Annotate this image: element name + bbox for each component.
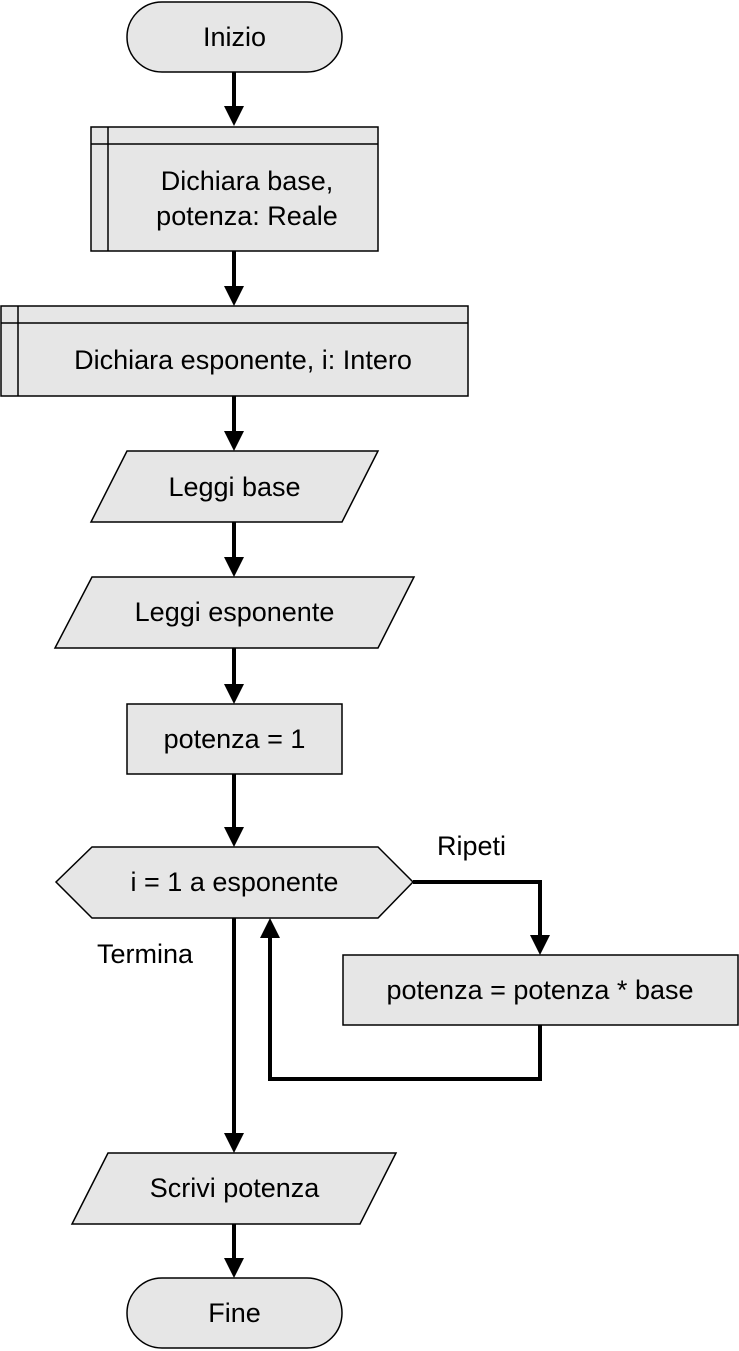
write-power-label: Scrivi potenza (150, 1173, 321, 1203)
arrow-read-base-to-read-exponent (224, 522, 244, 577)
arrow-read-exponent-to-init-power (224, 648, 244, 704)
arrow-write-to-end (224, 1224, 244, 1278)
loop-node: i = 1 a esponente (54, 846, 415, 919)
declare-int-node: Dichiara esponente, i: Intero (0, 305, 469, 397)
declare-real-label-line2: potenza: Reale (156, 201, 338, 231)
end-node: Fine (126, 1277, 343, 1349)
declare-real-node: Dichiara base, potenza: Reale (90, 126, 379, 252)
loop-label: i = 1 a esponente (131, 867, 339, 897)
init-power-label: potenza = 1 (164, 724, 306, 754)
arrow-init-power-to-loop (224, 774, 244, 847)
declare-int-label: Dichiara esponente, i: Intero (74, 345, 412, 375)
init-power-node: potenza = 1 (126, 703, 343, 775)
arrow-loop-repeat-to-body (413, 880, 550, 955)
write-power-node: Scrivi potenza (70, 1152, 398, 1225)
loop-body-node: potenza = potenza * base (342, 954, 739, 1026)
start-label: Inizio (203, 22, 266, 52)
read-exponent-label: Leggi esponente (135, 597, 335, 627)
arrow-loop-exit-to-write (224, 918, 244, 1153)
loop-body-label: potenza = potenza * base (387, 975, 694, 1005)
arrow-declare-real-to-declare-int (224, 251, 244, 306)
repeat-edge-label: Ripeti (437, 831, 506, 861)
declare-real-label-line1: Dichiara base, (161, 166, 334, 196)
exit-edge-label: Termina (97, 939, 194, 969)
arrow-body-back-to-loop (260, 918, 542, 1081)
arrow-start-to-declare-real (224, 72, 244, 126)
read-base-node: Leggi base (89, 450, 380, 523)
end-label: Fine (208, 1298, 261, 1328)
arrow-declare-int-to-read-base (224, 396, 244, 451)
read-exponent-node: Leggi esponente (53, 576, 416, 649)
start-node: Inizio (126, 1, 343, 73)
read-base-label: Leggi base (168, 472, 300, 502)
